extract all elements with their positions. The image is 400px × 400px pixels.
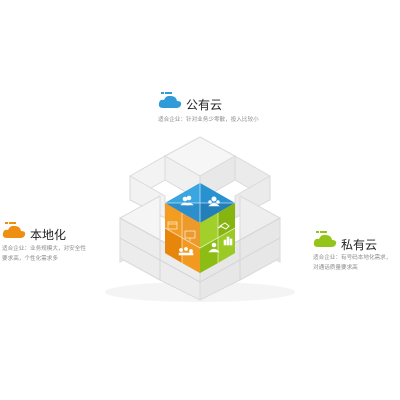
private-cloud-desc-line2: 对通话质量要求高 [313,265,358,271]
local-deployment-title: 本地化 [30,228,67,242]
local-deployment-desc-line2: 要求高，个性化需求多 [2,256,58,262]
board-icon [184,230,196,241]
private-cloud-title: 私有云 [341,238,378,252]
local-deployment-desc-line1: 适合企业：业务规模大，对安全性 [2,246,86,252]
group-icon [208,196,220,207]
cloud-icon [313,231,337,247]
browser-icon [167,221,178,230]
public-cloud-desc: 适合企业：针对业务少零散，投入比较小 [158,117,259,123]
chart-icon [223,236,233,246]
left-face [165,203,200,273]
meeting-icon [178,247,194,256]
cloud-icon [2,222,26,238]
cloud-icon [158,92,182,108]
public-cloud-title: 公有云 [186,98,223,112]
handshake-icon [217,222,230,230]
team-icon [180,195,194,206]
private-cloud-desc-line1: 适合企业：有号码本地化需求， [313,255,392,261]
person-icon [208,242,220,253]
